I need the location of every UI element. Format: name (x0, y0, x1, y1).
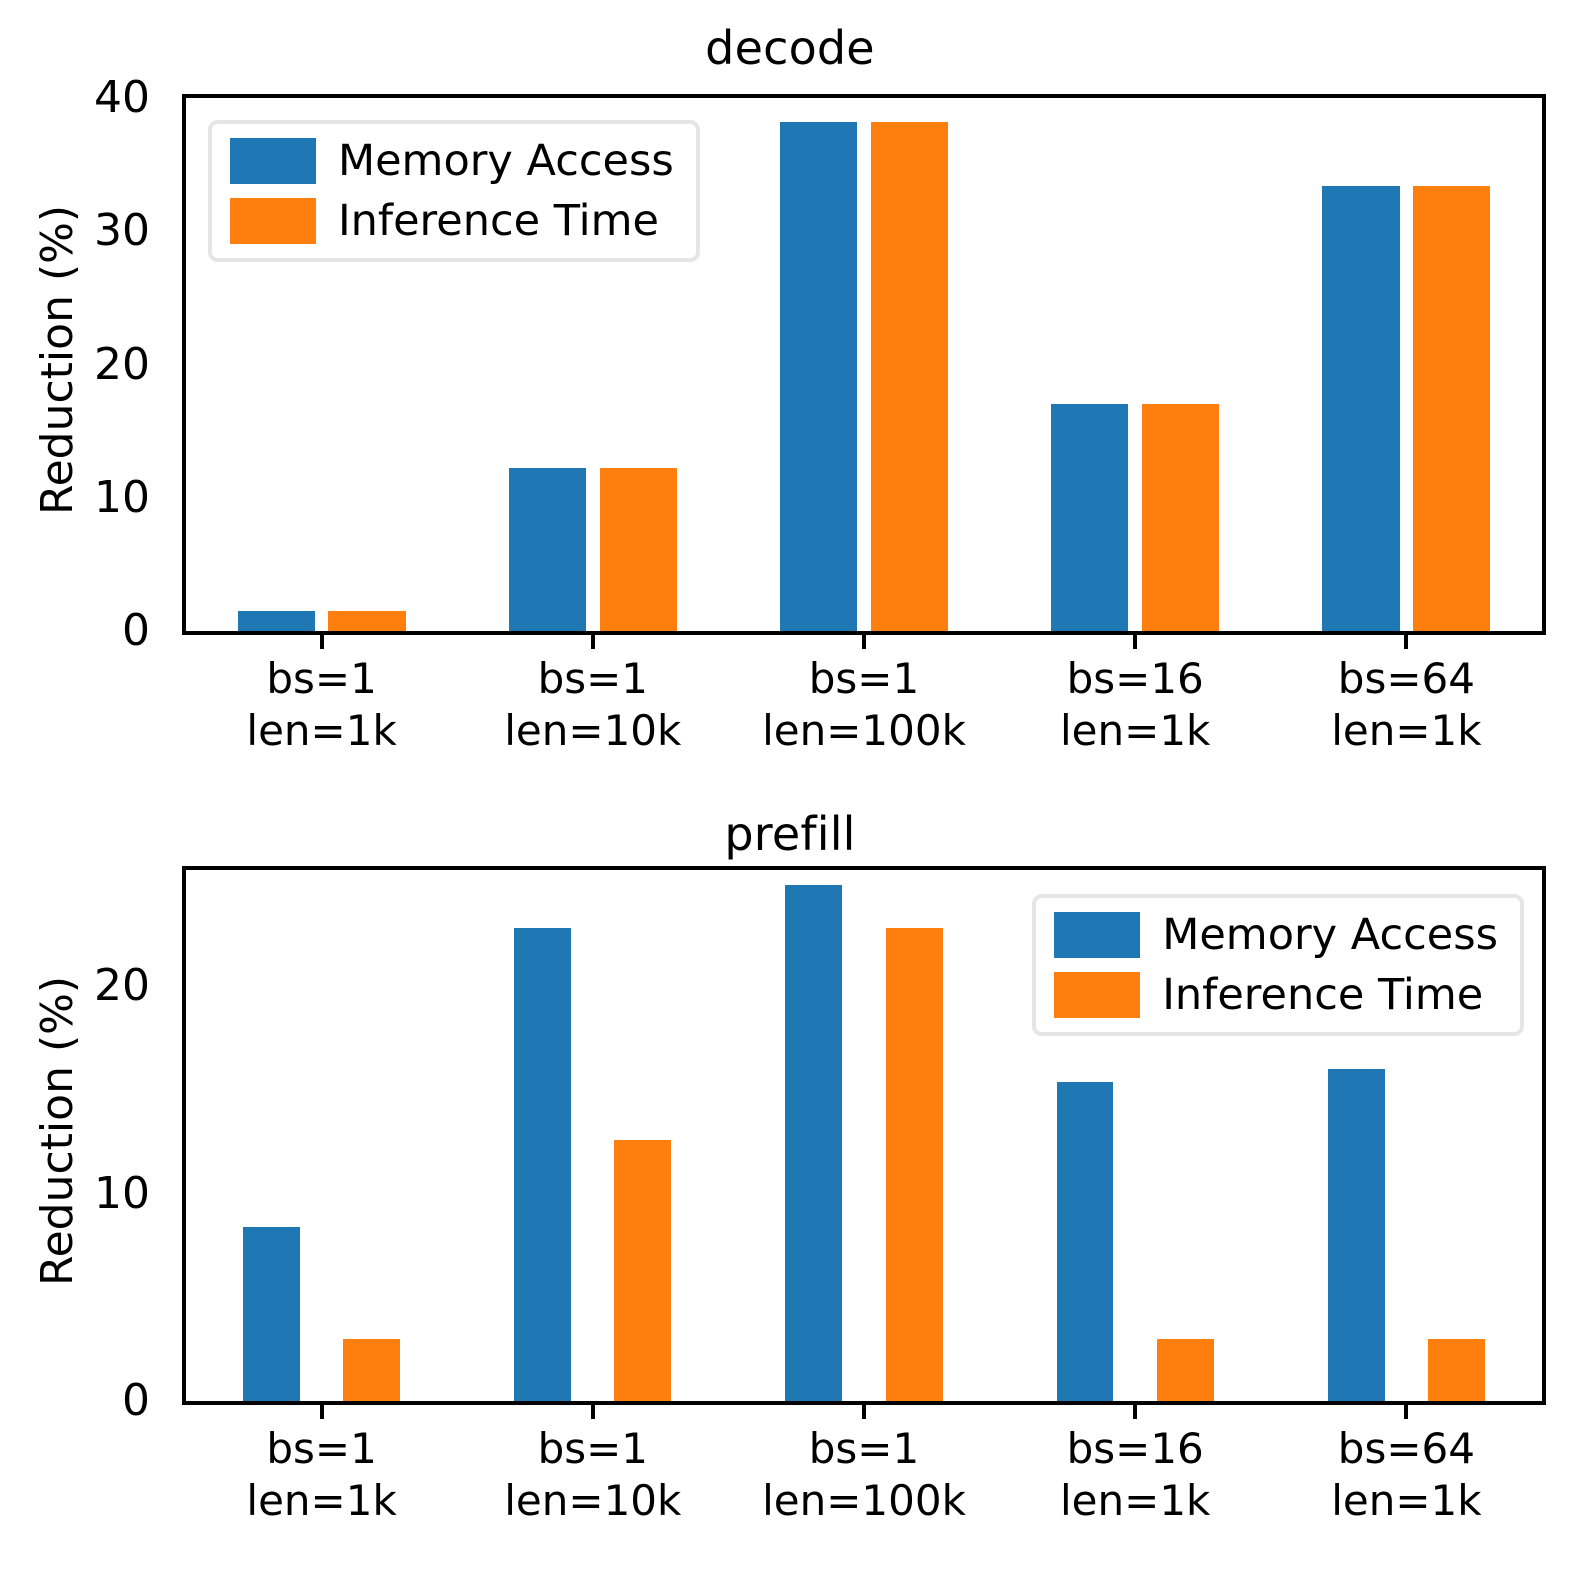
plot-area-decode: Memory Access Inference Time (182, 94, 1546, 635)
x-tick-label-line: bs=1 (537, 1424, 649, 1473)
y-tick-label: 10 (94, 1167, 150, 1219)
y-tick-label: 40 (94, 72, 150, 123)
legend-swatch-icon-inference-time (230, 198, 316, 244)
bar-memory-access (237, 611, 315, 631)
x-tick-mark (319, 1405, 324, 1419)
legend-item-memory-access: Memory Access (230, 138, 674, 184)
x-tick-label-line: bs=16 (1066, 1424, 1204, 1473)
x-tick-label-line: len=100k (762, 1476, 966, 1525)
x-tick-label-line: len=10k (504, 706, 682, 755)
legend-swatch-icon-memory-access (230, 138, 316, 184)
plot-area-prefill: Memory Access Inference Time (182, 866, 1546, 1405)
bar-memory-access (514, 928, 572, 1401)
x-tick-label-line: len=1k (1060, 706, 1211, 755)
y-axis-label-prefill: Reduction (%) (32, 975, 83, 1286)
bar-memory-access (242, 1226, 300, 1401)
legend-label-inference-time: Inference Time (338, 196, 659, 246)
legend-item-memory-access: Memory Access (1054, 912, 1498, 958)
legend-item-inference-time: Inference Time (1054, 972, 1498, 1018)
x-tick-label-line: bs=64 (1337, 1424, 1475, 1473)
bar-inference-time (599, 468, 677, 631)
y-tick-label: 0 (122, 605, 150, 656)
x-tick-label-line: bs=1 (808, 1424, 920, 1473)
y-tick-label: 30 (94, 205, 150, 257)
x-tick-mark (1404, 1405, 1409, 1419)
x-tick-label-line: len=1k (1331, 1476, 1482, 1525)
x-tick-label-line: len=1k (246, 1476, 397, 1525)
y-axis-ticks-prefill: 0 10 20 (78, 786, 260, 1573)
x-tick-label-line: bs=1 (537, 654, 649, 703)
bar-inference-time (328, 611, 406, 631)
legend-swatch-icon-inference-time (1054, 972, 1141, 1018)
chart-title-prefill: prefill (724, 807, 856, 861)
x-tick-mark (1133, 1405, 1138, 1419)
x-tick-mark (1133, 635, 1138, 649)
legend-swatch-icon-memory-access (1054, 912, 1141, 958)
bar-inference-time (614, 1139, 672, 1401)
bar-memory-access (779, 122, 858, 631)
legend-decode: Memory Access Inference Time (208, 120, 700, 262)
chart-title-decode: decode (705, 21, 875, 75)
y-tick-label: 20 (94, 960, 150, 1012)
bar-inference-time (885, 928, 943, 1401)
chart-panel-prefill: prefill Reduction (%) 0 10 20 Memory Acces… (0, 786, 1580, 1573)
y-tick-label: 20 (94, 338, 150, 390)
x-tick-mark (862, 635, 866, 649)
bar-memory-access (1322, 185, 1400, 631)
x-tick-label-line: len=1k (1060, 1476, 1211, 1525)
x-tick-mark (1404, 635, 1409, 649)
bar-inference-time (1428, 1338, 1486, 1401)
x-tick-label-line: bs=64 (1337, 654, 1475, 703)
x-tick-label-line: len=10k (504, 1476, 682, 1525)
x-tick-mark (319, 635, 324, 649)
bar-inference-time (343, 1338, 401, 1401)
bar-inference-time (1156, 1338, 1214, 1401)
legend-label-inference-time: Inference Time (1162, 970, 1484, 1020)
x-tick-label-line: bs=1 (808, 654, 920, 703)
bar-memory-access (785, 884, 843, 1401)
x-tick-label-line: len=100k (762, 706, 966, 755)
bar-memory-access (1327, 1069, 1385, 1401)
x-tick-mark (862, 1405, 866, 1419)
legend-label-memory-access: Memory Access (338, 136, 674, 186)
bar-inference-time (1141, 404, 1220, 631)
bar-memory-access (1051, 404, 1129, 631)
y-tick-label: 10 (94, 471, 150, 523)
legend-prefill: Memory Access Inference Time (1032, 894, 1524, 1036)
bar-inference-time (870, 122, 949, 631)
x-tick-label-line: bs=1 (266, 1424, 377, 1473)
y-tick-label: 0 (122, 1375, 150, 1426)
x-tick-label-line: bs=1 (266, 654, 377, 703)
x-tick-label-line: len=1k (1331, 706, 1482, 755)
legend-label-memory-access: Memory Access (1162, 910, 1498, 960)
bar-inference-time (1413, 185, 1491, 631)
x-tick-label-line: len=1k (246, 706, 397, 755)
x-tick-label-line: bs=16 (1066, 654, 1204, 703)
x-tick-mark (590, 635, 595, 649)
bar-memory-access (508, 468, 586, 631)
bar-memory-access (1056, 1081, 1114, 1401)
legend-item-inference-time: Inference Time (230, 198, 674, 244)
x-tick-mark (590, 1405, 595, 1419)
